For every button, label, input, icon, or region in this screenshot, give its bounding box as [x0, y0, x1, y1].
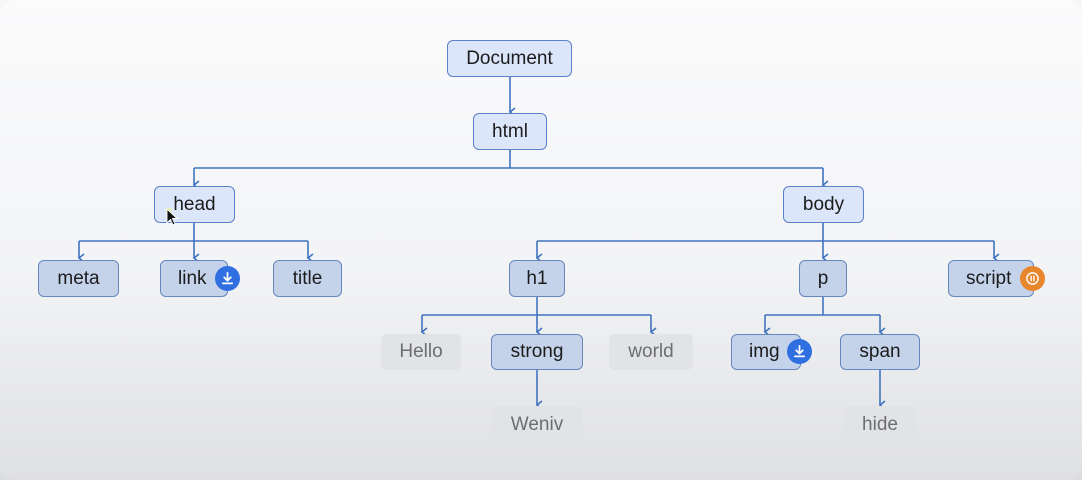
download-icon: [787, 339, 812, 364]
node-meta: meta: [38, 260, 119, 297]
node-title: title: [273, 260, 342, 297]
node-body: body: [783, 186, 864, 223]
node-p: p: [799, 260, 847, 297]
node-span: span: [840, 334, 920, 370]
text-node-hello: Hello: [381, 334, 461, 370]
pause-icon: [1020, 266, 1045, 291]
node-strong: strong: [491, 334, 583, 370]
node-html: html: [473, 113, 547, 150]
text-node-hide: hide: [843, 406, 917, 443]
node-document: Document: [447, 40, 572, 77]
node-script-label: script: [966, 267, 1012, 289]
node-script: script: [948, 260, 1034, 297]
text-node-world: world: [609, 334, 693, 370]
text-node-weniv: Weniv: [492, 406, 582, 443]
node-h1: h1: [509, 260, 565, 297]
node-link-label: link: [178, 267, 207, 289]
mouse-pointer-icon: [166, 208, 179, 226]
node-img-label: img: [749, 341, 780, 362]
download-icon: [215, 266, 240, 291]
node-head: head: [154, 186, 235, 223]
